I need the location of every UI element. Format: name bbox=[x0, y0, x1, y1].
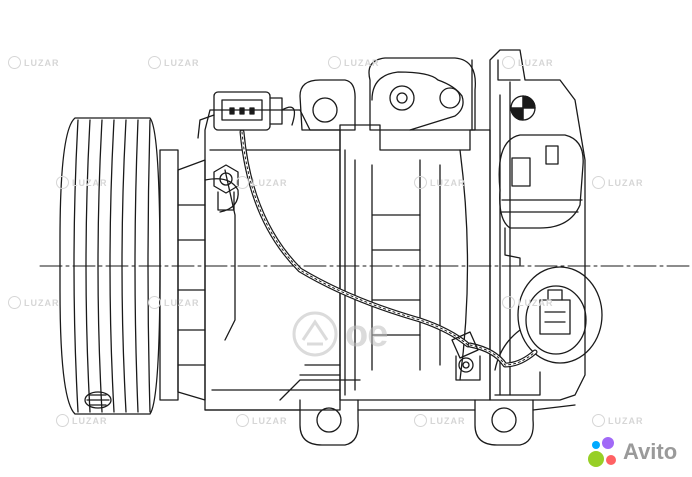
bottom-mount-left bbox=[279, 379, 361, 446]
oe-badge: oe bbox=[291, 307, 417, 361]
watermark-ring-icon bbox=[414, 414, 427, 427]
harness-clip bbox=[451, 331, 481, 381]
watermark-ring-icon bbox=[328, 56, 341, 69]
avito-dots-icon bbox=[588, 437, 618, 467]
watermark-logo: LUZAR bbox=[8, 56, 60, 69]
avito-dot-purple bbox=[602, 437, 614, 449]
watermark-logo: LUZAR bbox=[414, 414, 466, 427]
watermark-logo: LUZAR bbox=[592, 414, 644, 427]
watermark-logo: LUZAR bbox=[592, 176, 644, 189]
watermark-ring-icon bbox=[148, 56, 161, 69]
watermark-ring-icon bbox=[236, 176, 249, 189]
wire-harness bbox=[239, 106, 538, 368]
control-valve bbox=[498, 134, 584, 266]
upper-left-ear bbox=[299, 79, 356, 131]
watermark-logo: LUZAR bbox=[502, 296, 554, 309]
watermark-logo: LUZAR bbox=[502, 56, 554, 69]
watermark-logo: LUZAR bbox=[236, 414, 288, 427]
watermark-ring-icon bbox=[592, 414, 605, 427]
watermark-ring-icon bbox=[236, 414, 249, 427]
oe-badge-text: oe bbox=[345, 312, 388, 355]
watermark-logo: LUZAR bbox=[236, 176, 288, 189]
watermark-logo: LUZAR bbox=[328, 56, 380, 69]
avito-text: Avito bbox=[623, 439, 678, 464]
watermark-logo: LUZAR bbox=[56, 176, 108, 189]
watermark-logo: LUZAR bbox=[8, 296, 60, 309]
watermark-ring-icon bbox=[502, 56, 515, 69]
watermark-logo: LUZAR bbox=[56, 414, 108, 427]
avito-dot-red bbox=[606, 455, 616, 465]
watermark-logo: LUZAR bbox=[148, 56, 200, 69]
rear-connector-cap bbox=[494, 266, 603, 371]
avito-dot-blue bbox=[592, 441, 600, 449]
watermark-ring-icon bbox=[8, 296, 21, 309]
watermark-logo: LUZAR bbox=[148, 296, 200, 309]
avito-dot-green bbox=[588, 451, 604, 467]
watermark-ring-icon bbox=[56, 414, 69, 427]
watermark-ring-icon bbox=[592, 176, 605, 189]
watermark-ring-icon bbox=[148, 296, 161, 309]
watermark-ring-icon bbox=[502, 296, 515, 309]
watermark-logo: LUZAR bbox=[414, 176, 466, 189]
avito-watermark: Avito bbox=[588, 436, 677, 468]
rear-cover bbox=[489, 49, 586, 401]
base-outline bbox=[204, 404, 576, 411]
watermark-ring-icon bbox=[56, 176, 69, 189]
watermark-ring-icon bbox=[414, 176, 427, 189]
pulley bbox=[59, 117, 179, 415]
watermark-ring-icon bbox=[8, 56, 21, 69]
top-mount-ear bbox=[368, 57, 476, 131]
bottom-mount-right bbox=[474, 371, 541, 446]
oe-logo-icon bbox=[292, 311, 338, 357]
